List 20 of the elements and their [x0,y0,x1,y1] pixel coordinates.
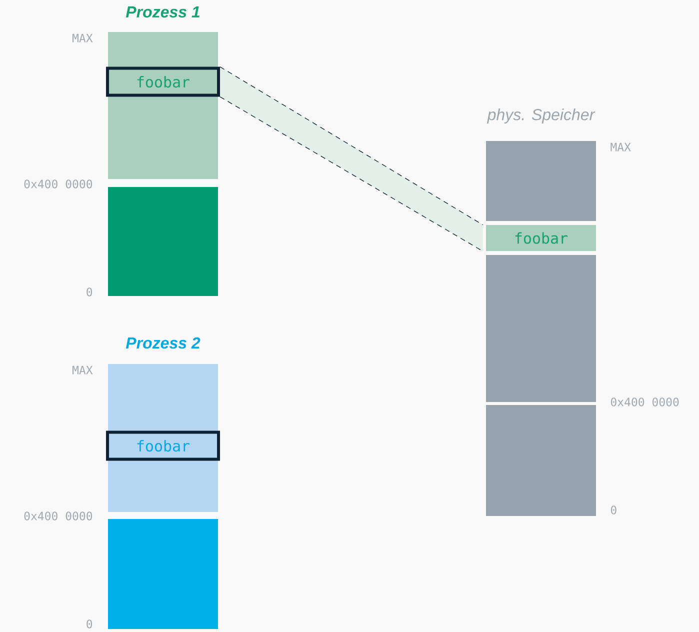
memory-block [486,255,596,402]
memory-block [486,405,596,516]
column-title: Prozess 2 [126,337,200,349]
column-title: Prozess 1 [126,6,200,18]
address-label: MAX [72,34,93,42]
memory-block: foobar [106,430,220,461]
memory-block: foobar [486,225,596,251]
column-title: phys. Speicher [486,108,596,124]
address-label: 0x400 0000 [24,180,92,188]
mapping-band [220,66,484,252]
address-label: 0x400 0000 [610,398,679,406]
address-label: MAX [610,142,631,152]
memory-block: foobar [106,66,220,97]
address-label: 0 [86,620,92,628]
address-label: 0 [610,506,616,514]
address-label: MAX [72,366,93,374]
memory-block [108,519,218,629]
memory-block [108,187,218,296]
address-label: 0 [86,288,92,296]
address-label: 0x400 0000 [24,512,92,520]
